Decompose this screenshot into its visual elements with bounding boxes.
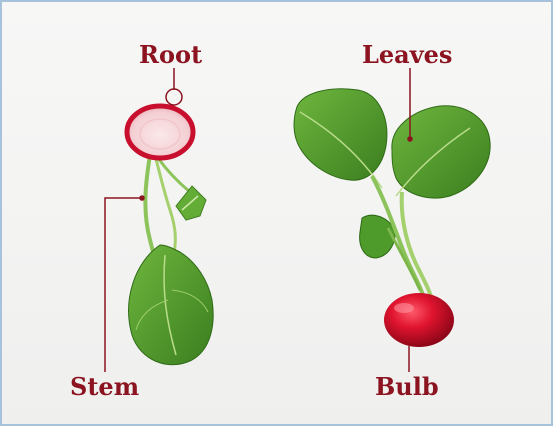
- left-radish-specimen: [127, 106, 213, 365]
- label-leaves: Leaves: [362, 40, 452, 69]
- right-radish-specimen: [294, 89, 490, 347]
- root-marker-circle: [166, 89, 182, 105]
- large-leaf-left: [294, 89, 387, 180]
- radish-bulb: [384, 293, 454, 347]
- label-root: Root: [139, 40, 202, 69]
- radish-slice: [127, 106, 193, 158]
- left-leaf-cluster: [129, 245, 214, 365]
- label-stem: Stem: [70, 372, 139, 401]
- label-bulb: Bulb: [375, 372, 439, 401]
- small-side-leaf: [360, 215, 395, 258]
